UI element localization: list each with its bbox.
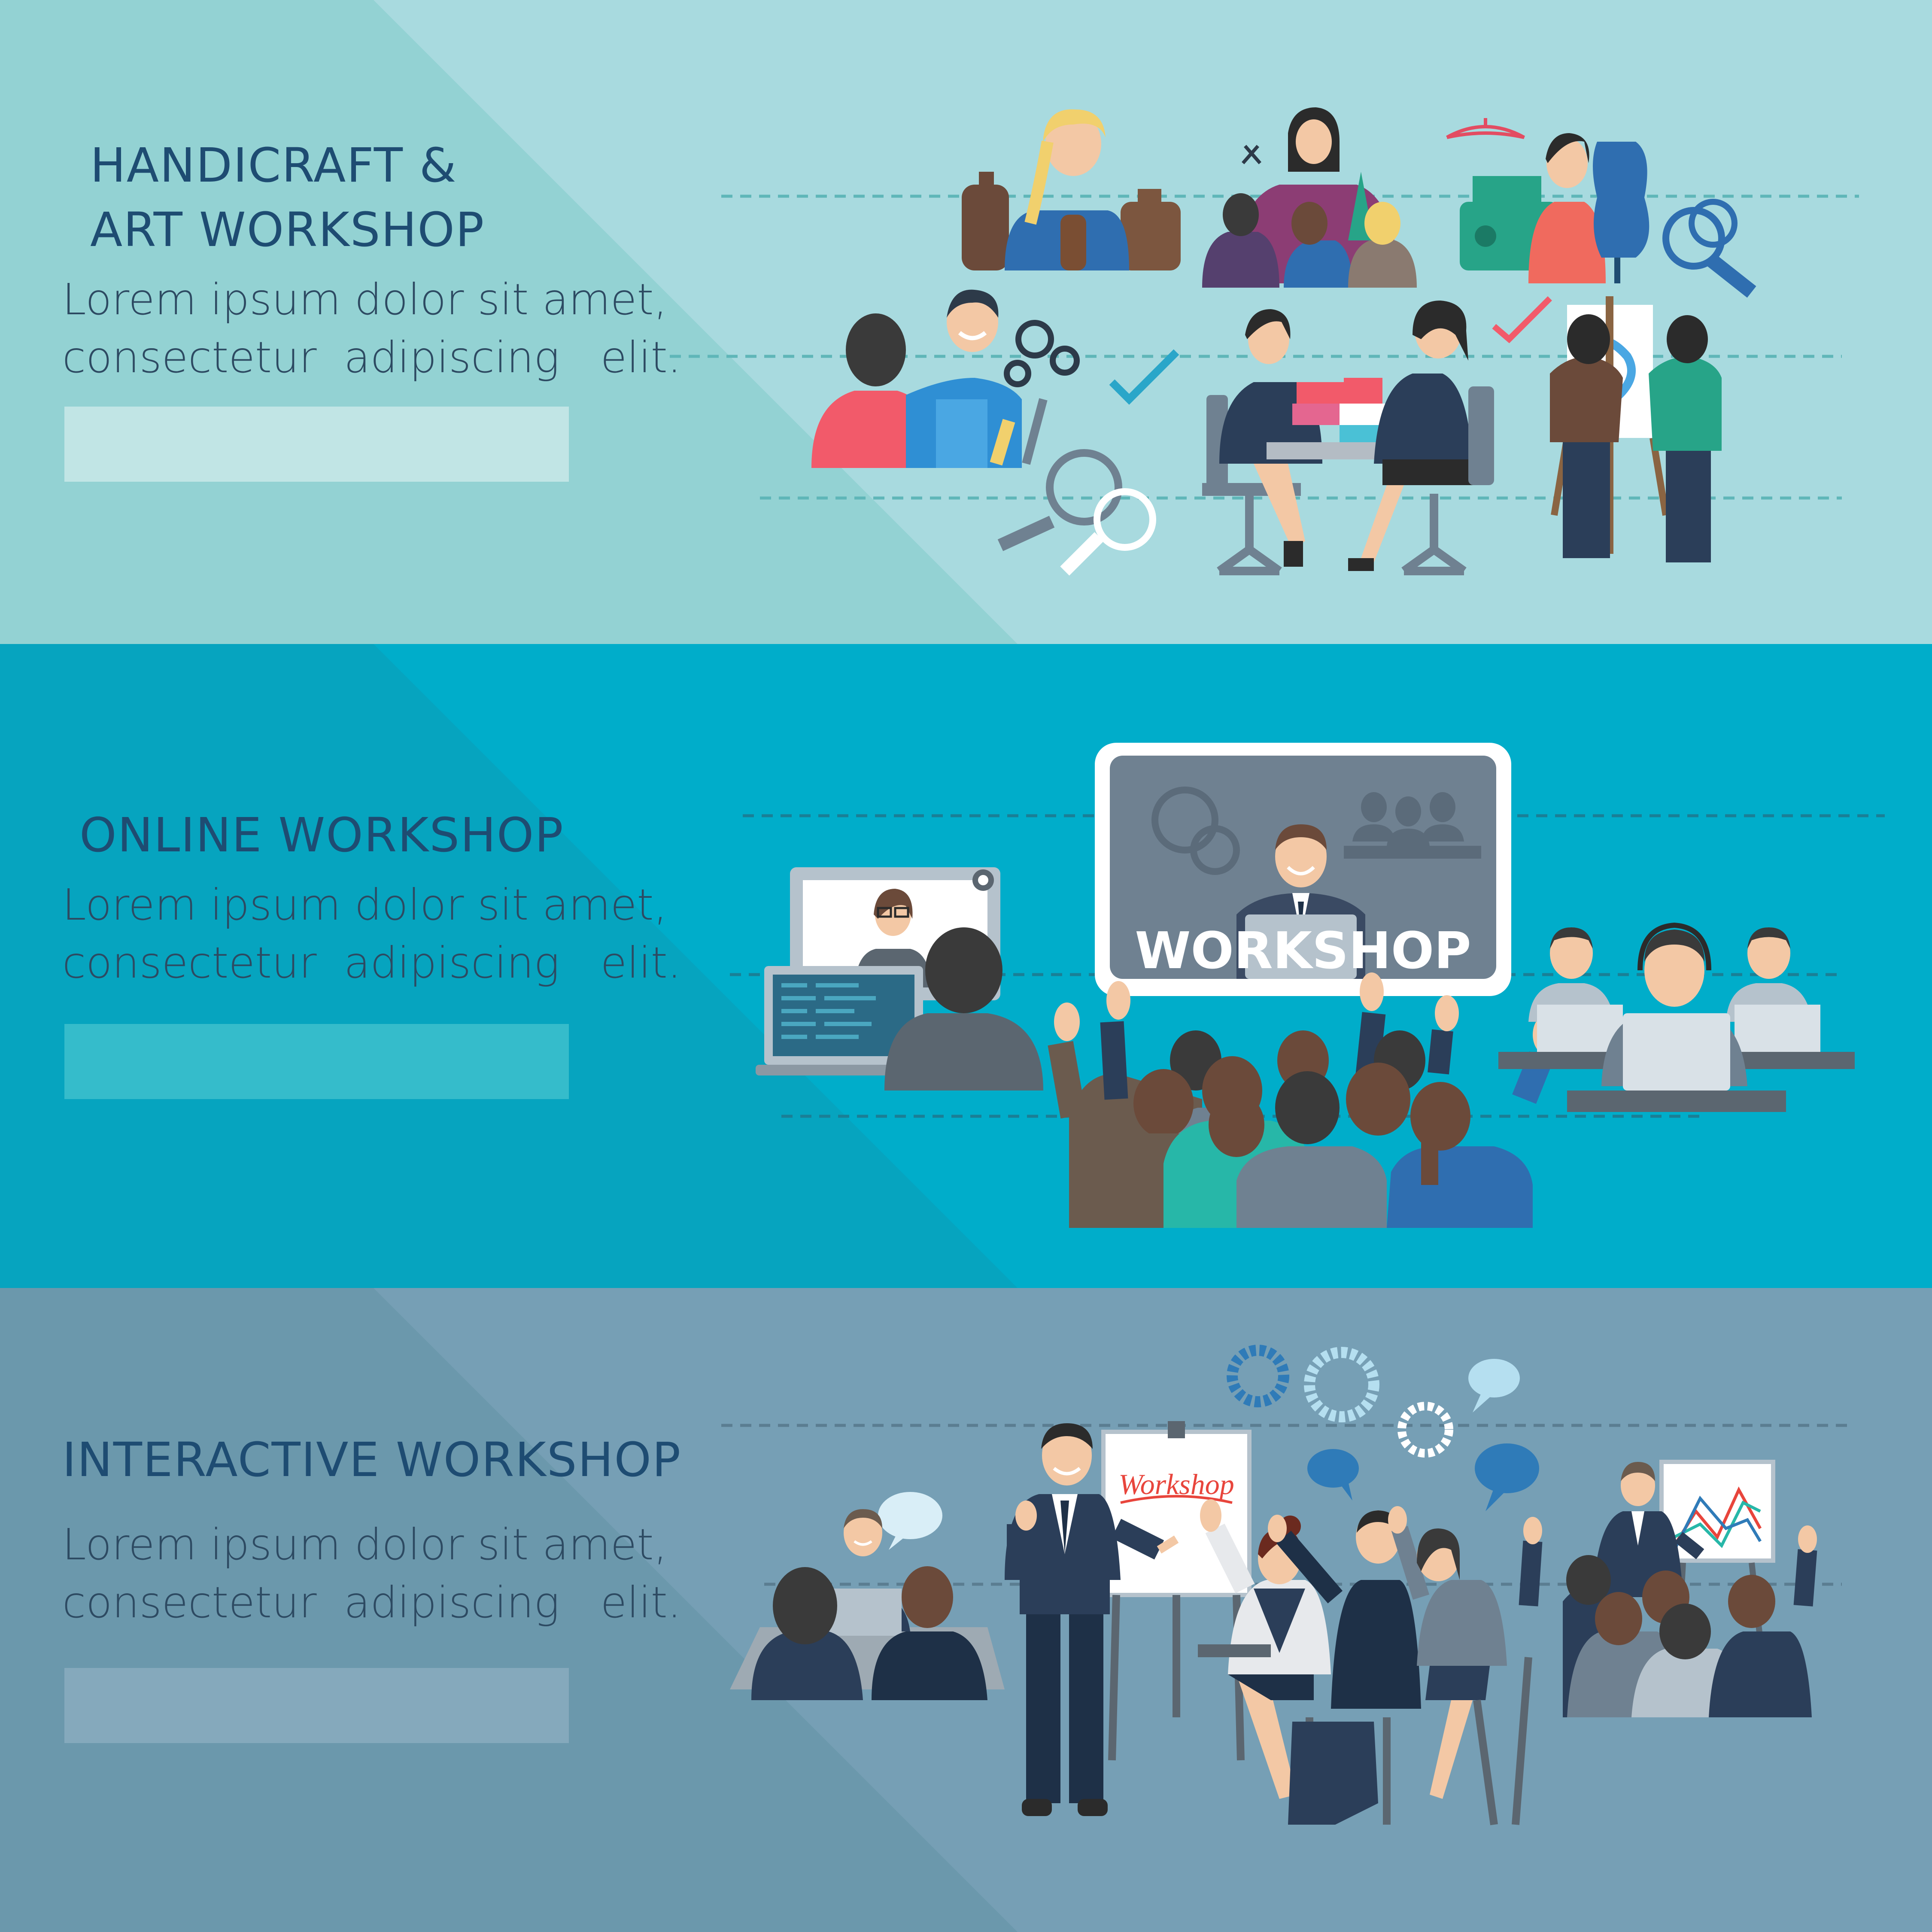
banner-description: Lorem ipsum dolor sit amet, consectetur …: [62, 876, 681, 992]
screen-label: WORKSHOP: [1135, 921, 1471, 980]
button-placeholder[interactable]: [64, 1668, 569, 1743]
painting-class-icon: [1550, 296, 1722, 562]
description-line1: Lorem ipsum dolor sit amet,: [62, 1519, 668, 1570]
speech-bubble-icon: [878, 1359, 1539, 1550]
magnifier-icon: [997, 449, 1156, 576]
checkmark-icon: [1492, 296, 1552, 343]
banner-title-line1: HANDICRAFT &: [90, 138, 457, 193]
description-line1: Lorem ipsum dolor sit amet,: [62, 880, 668, 930]
magnifier-icon: [1662, 199, 1756, 298]
banner-text-block: ONLINE WORKSHOP Lorem ipsum dolor sit am…: [62, 803, 681, 992]
audience-icon: [1048, 972, 1558, 1228]
banner-title-line2: ART WORKSHOP: [90, 202, 485, 257]
banner-title-line1: INTERACTIVE WORKSHOP: [62, 1432, 682, 1487]
presenter-icon: Workshop: [1005, 1421, 1252, 1816]
gears-icon: [1227, 1345, 1453, 1458]
tailoring-class-icon: [1202, 107, 1417, 288]
participants-icon: [1198, 1499, 1532, 1826]
description-line2: consectetur adipiscing elit.: [62, 1577, 681, 1628]
banner-title: HANDICRAFT & ART WORKSHOP: [62, 133, 681, 262]
chart-presentation-icon: [1519, 1460, 1817, 1717]
support-team-icon: [1498, 922, 1855, 1112]
banner-text-block: INTERACTIVE WORKSHOP Lorem ipsum dolor s…: [62, 1428, 681, 1631]
handicraft-illustration: [670, 107, 1859, 576]
mechanic-class-icon: [811, 289, 1048, 468]
video-call-icon: [756, 867, 1043, 1091]
button-placeholder[interactable]: [64, 1024, 569, 1099]
diagonal-shade: [0, 644, 1018, 1288]
diagonal-shade: [0, 1288, 1018, 1932]
banner-text-block: HANDICRAFT & ART WORKSHOP Lorem ipsum do…: [62, 133, 681, 386]
gears-icon: [1004, 320, 1080, 387]
banner-description: Lorem ipsum dolor sit amet, consectetur …: [62, 270, 681, 386]
banner-title: ONLINE WORKSHOP: [62, 803, 681, 867]
description-line1: Lorem ipsum dolor sit amet,: [62, 274, 668, 325]
pottery-woman-icon: [962, 109, 1181, 270]
sewing-machine-icon: [1446, 118, 1649, 283]
gift-workshop-icon: [1202, 301, 1494, 575]
banner-description: Lorem ipsum dolor sit amet, consectetur …: [62, 1516, 681, 1631]
description-line2: consectetur adipiscing elit.: [62, 332, 681, 383]
description-line2: consectetur adipiscing elit.: [62, 938, 681, 988]
interactive-workshop-illustration: Workshop: [721, 1345, 1855, 1826]
online-workshop-illustration: WORKSHOP: [730, 743, 1885, 1228]
meeting-icon: [730, 1509, 1005, 1700]
workshop-screen-icon: WORKSHOP: [1095, 743, 1511, 996]
handicraft-art-workshop-banner: HANDICRAFT & ART WORKSHOP Lorem ipsum do…: [0, 0, 1932, 644]
online-workshop-banner: WORKSHOP: [0, 644, 1932, 1288]
interactive-workshop-banner: Workshop: [0, 1288, 1932, 1932]
banner-title-line1: ONLINE WORKSHOP: [79, 808, 564, 863]
button-placeholder[interactable]: [64, 407, 569, 482]
checkmark-icon: [1109, 349, 1179, 405]
banner-title: INTERACTIVE WORKSHOP: [62, 1428, 681, 1492]
diagonal-shade: [0, 0, 1018, 644]
